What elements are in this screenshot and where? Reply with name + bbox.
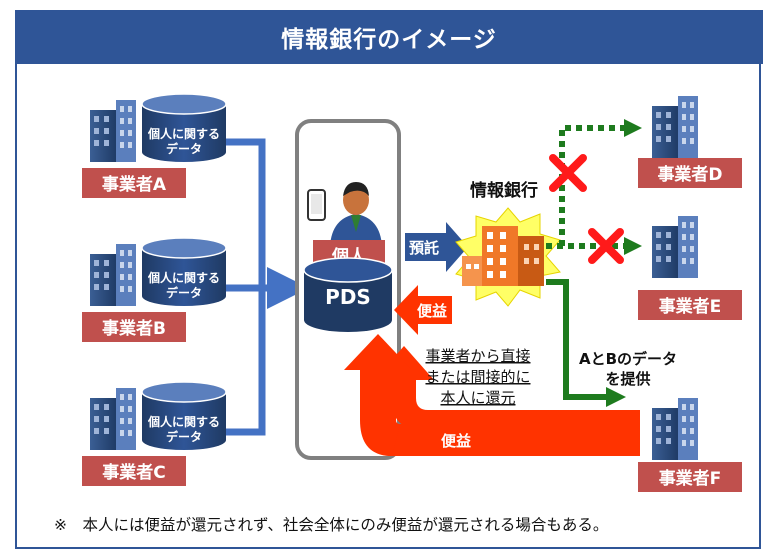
page-title: 情報銀行のイメージ bbox=[15, 10, 763, 64]
benefit-return-band bbox=[392, 424, 640, 456]
deposit-arrow bbox=[405, 222, 468, 272]
flow-line-c bbox=[226, 290, 266, 436]
flow-line-a bbox=[226, 138, 266, 290]
provide-label: AとBのデータ bbox=[579, 350, 677, 368]
return-text: 事業者から直接 bbox=[425, 347, 530, 365]
business-c-label: 事業者C bbox=[102, 462, 165, 483]
arrowhead-d bbox=[624, 119, 642, 137]
return-text: または間接的に bbox=[425, 368, 530, 386]
smartphone-icon bbox=[307, 189, 326, 221]
business-f-group: 事業者F bbox=[638, 398, 742, 492]
provide-flow-line bbox=[546, 279, 626, 407]
business-a-group: 個人に関する データ 事業者A bbox=[82, 93, 227, 198]
business-c-group: 個人に関する データ 事業者C bbox=[82, 381, 227, 486]
benefit-return-arrow bbox=[374, 346, 640, 430]
provide-label: を提供 bbox=[605, 370, 650, 388]
business-d-badge bbox=[638, 158, 742, 188]
return-text: 本人に還元 bbox=[440, 389, 515, 407]
business-f-label: 事業者F bbox=[659, 468, 722, 489]
info-bank-building-icon bbox=[462, 226, 544, 286]
building-icon bbox=[652, 96, 698, 158]
personal-data-label: 個人に関する bbox=[147, 126, 220, 141]
building-icon bbox=[90, 244, 136, 306]
business-a-label: 事業者A bbox=[102, 174, 167, 195]
personal-data-label: 個人に関する bbox=[147, 270, 220, 285]
business-b-badge bbox=[82, 312, 186, 342]
person-icon bbox=[330, 182, 382, 246]
benefit-return-curve bbox=[344, 334, 412, 456]
building-icon bbox=[652, 398, 698, 460]
business-d-group: 事業者D bbox=[638, 96, 742, 188]
pds-database-icon bbox=[303, 257, 393, 332]
footnote: ※ 本人には便益が還元されず、社会全体にのみ便益が還元される場合もある。 bbox=[54, 516, 608, 534]
personal-data-label: 個人に関する bbox=[147, 414, 220, 429]
blocked-flow-lines bbox=[546, 119, 642, 255]
business-c-badge bbox=[82, 456, 186, 486]
personal-data-label: データ bbox=[166, 141, 202, 156]
business-b-group: 個人に関する データ 事業者B bbox=[82, 237, 227, 342]
deposit-label: 預託 bbox=[409, 239, 439, 257]
blocked-x-icon bbox=[588, 228, 624, 264]
diagram-border bbox=[15, 64, 761, 549]
building-icon bbox=[90, 388, 136, 450]
dotted-line-d bbox=[559, 125, 626, 246]
benefit-arrow-small bbox=[394, 285, 452, 335]
personal-data-label: データ bbox=[166, 429, 202, 444]
building-icon bbox=[652, 216, 698, 278]
business-e-label: 事業者E bbox=[659, 296, 722, 317]
info-bank-label: 情報銀行 bbox=[470, 180, 538, 201]
business-b-label: 事業者B bbox=[102, 318, 166, 339]
arrowhead-e bbox=[624, 237, 642, 255]
business-a-badge bbox=[82, 168, 186, 198]
data-flow-lines bbox=[226, 138, 309, 436]
business-d-label: 事業者D bbox=[657, 164, 722, 185]
business-e-group: 事業者E bbox=[638, 216, 742, 320]
benefit-label-large: 便益 bbox=[441, 432, 471, 450]
building-icon bbox=[90, 100, 136, 162]
blocked-x-icon bbox=[549, 154, 587, 192]
pds-label: PDS bbox=[325, 285, 371, 309]
benefit-label-small: 便益 bbox=[417, 302, 447, 320]
personal-data-label: データ bbox=[166, 285, 202, 300]
business-e-badge bbox=[638, 290, 742, 320]
business-f-badge bbox=[638, 462, 742, 492]
